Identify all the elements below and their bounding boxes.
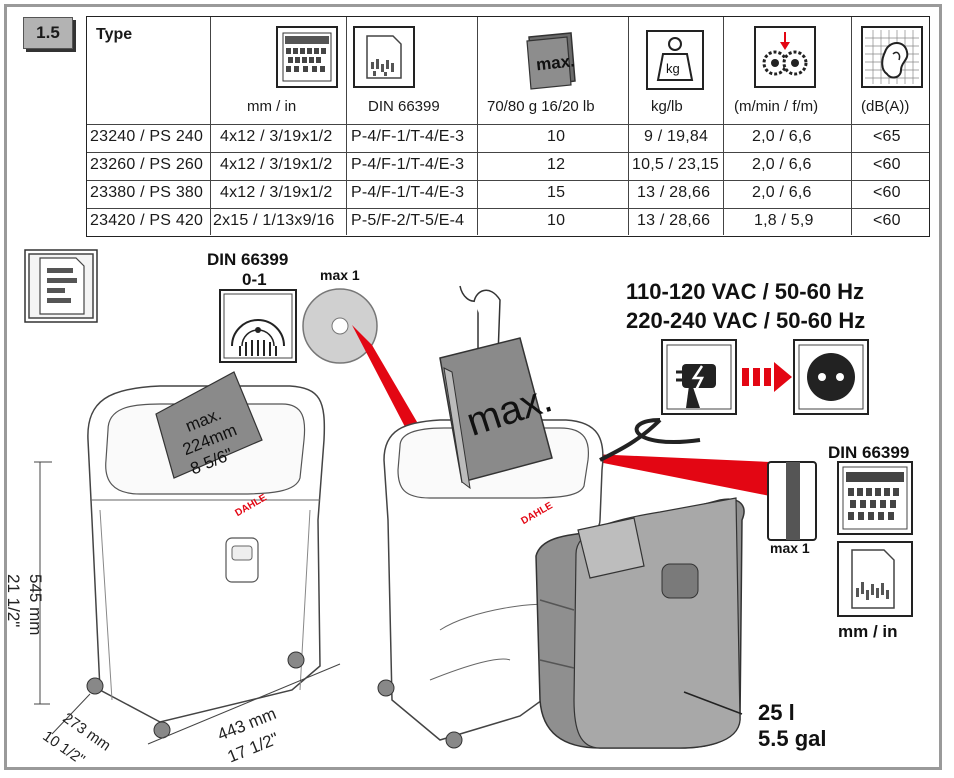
table-cell: 9 / 19,84 bbox=[644, 128, 709, 145]
table-divider bbox=[628, 17, 629, 235]
paper-sheet-left: max. 224mm 8 5/6" bbox=[155, 371, 263, 479]
table-cell: 13 / 28,66 bbox=[637, 184, 711, 201]
table-cell: 1,8 / 5,9 bbox=[754, 212, 814, 229]
wall-socket-icon bbox=[793, 339, 869, 415]
table-cell: 23420 / PS 420 bbox=[90, 212, 204, 229]
table-cell: 10,5 / 23,15 bbox=[632, 156, 719, 173]
table-cell: P-5/F-2/T-5/E-4 bbox=[351, 212, 465, 229]
strip-cut-icon bbox=[276, 26, 338, 88]
strip-cut-icon-right bbox=[837, 461, 913, 535]
type-header: Type bbox=[96, 26, 133, 43]
kg-icon-text: kg bbox=[666, 61, 680, 76]
capacity-gallons: 5.5 gal bbox=[758, 726, 826, 751]
table-cell: P-4/F-1/T-4/E-3 bbox=[351, 156, 465, 173]
din-top-label: DIN 66399 bbox=[207, 250, 288, 269]
table-cell: <60 bbox=[873, 156, 901, 173]
table-cell: 2,0 / 6,6 bbox=[752, 128, 812, 145]
capacity-liters: 25 l bbox=[758, 700, 795, 725]
voltage-line-2: 220-240 VAC / 50-60 Hz bbox=[626, 308, 865, 333]
red-arrow bbox=[742, 362, 792, 392]
cross-cut-icon-right bbox=[837, 541, 913, 617]
table-rule bbox=[87, 180, 929, 181]
table-rule bbox=[87, 208, 929, 209]
table-cell: 15 bbox=[547, 184, 566, 201]
weight-kg-icon: kg bbox=[646, 30, 704, 90]
table-cell: 23260 / PS 260 bbox=[90, 156, 204, 173]
page-frame bbox=[4, 4, 942, 770]
unit-header: DIN 66399 bbox=[368, 98, 440, 115]
table-divider bbox=[851, 17, 852, 235]
table-cell: P-4/F-1/T-4/E-3 bbox=[351, 184, 465, 201]
table-cell: <65 bbox=[873, 128, 901, 145]
power-cord bbox=[634, 418, 701, 444]
table-cell: <60 bbox=[873, 212, 901, 229]
max-icon-text: max. bbox=[535, 51, 576, 74]
paper-stack-hand: max. bbox=[439, 285, 557, 490]
unit-header: 70/80 g 16/20 lb bbox=[487, 98, 595, 115]
waste-bin bbox=[535, 497, 745, 749]
cross-cut-icon bbox=[353, 26, 415, 88]
unit-header: (m/min / f/m) bbox=[734, 98, 819, 115]
table-divider bbox=[210, 17, 211, 235]
cd-shredding-icon bbox=[219, 289, 297, 363]
table-cell: 4x12 / 3/19x1/2 bbox=[220, 128, 333, 145]
din-right-label: DIN 66399 bbox=[828, 443, 909, 462]
table-divider bbox=[723, 17, 724, 235]
table-rule bbox=[87, 152, 929, 153]
cd-max-label: max 1 bbox=[320, 267, 360, 283]
table-cell: P-4/F-1/T-4/E-3 bbox=[351, 128, 465, 145]
table-cell: 12 bbox=[547, 156, 566, 173]
voltage-line-1: 110-120 VAC / 50-60 Hz bbox=[626, 279, 864, 304]
card-icon bbox=[767, 461, 817, 541]
table-cell: 23240 / PS 240 bbox=[90, 128, 204, 145]
section-number-badge: 1.5 bbox=[23, 17, 73, 49]
table-cell: <60 bbox=[873, 184, 901, 201]
unit-header: mm / in bbox=[247, 98, 297, 115]
cutting-speed-gears-icon bbox=[754, 26, 816, 88]
table-cell: 4x12 / 3/19x1/2 bbox=[220, 156, 333, 173]
card-max-label: max 1 bbox=[770, 540, 810, 556]
height-dimension-line bbox=[34, 461, 52, 705]
cd-disc-icon bbox=[302, 288, 378, 364]
plug-icon bbox=[661, 339, 737, 415]
table-divider bbox=[346, 17, 347, 235]
table-cell: 2,0 / 6,6 bbox=[752, 184, 812, 201]
table-rule bbox=[87, 124, 929, 125]
capacity-leader-line bbox=[683, 691, 743, 715]
noise-level-ear-icon bbox=[861, 26, 923, 88]
spec-table: Type max. kg bbox=[86, 16, 930, 237]
table-divider bbox=[477, 17, 478, 235]
table-cell: 2x15 / 1/13x9/16 bbox=[213, 212, 335, 229]
unit-header: kg/lb bbox=[651, 98, 683, 115]
card-insertion-beam bbox=[548, 452, 770, 496]
table-cell: 2,0 / 6,6 bbox=[752, 156, 812, 173]
table-cell: 23380 / PS 380 bbox=[90, 184, 204, 201]
height-in-label: 21 1/2" bbox=[4, 574, 23, 627]
manual-document-icon bbox=[24, 249, 98, 323]
din-top-level: 0-1 bbox=[242, 270, 267, 289]
unit-header: (dB(A)) bbox=[861, 98, 910, 115]
table-cell: 4x12 / 3/19x1/2 bbox=[220, 184, 333, 201]
table-cell: 10 bbox=[547, 128, 566, 145]
paper-stack-max-icon: max. bbox=[526, 32, 576, 90]
table-cell: 10 bbox=[547, 212, 566, 229]
base-dimension-lines bbox=[51, 663, 341, 745]
height-mm-label: 545 mm bbox=[26, 574, 45, 635]
units-right-label: mm / in bbox=[838, 622, 898, 641]
table-cell: 13 / 28,66 bbox=[637, 212, 711, 229]
